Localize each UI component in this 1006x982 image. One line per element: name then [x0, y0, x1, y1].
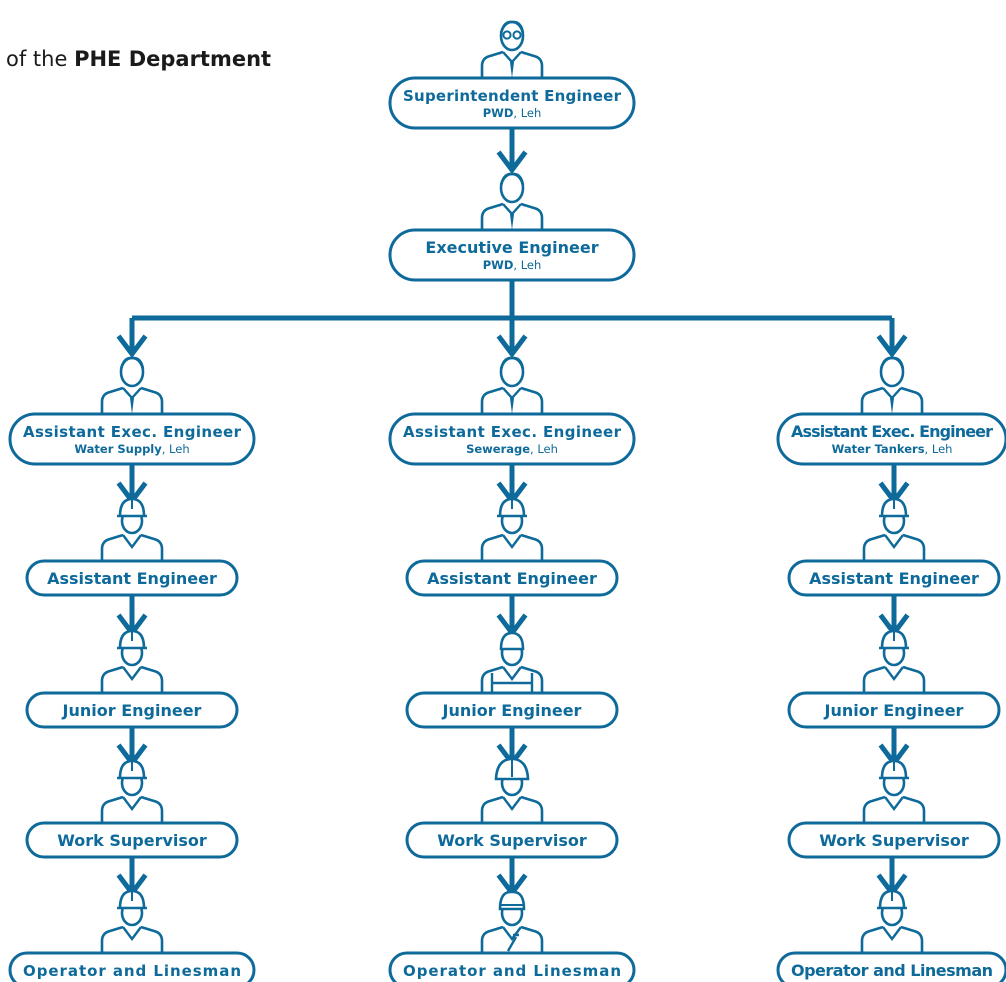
org-node-op3: Operator and Linesman — [776, 951, 1006, 982]
node-box — [405, 559, 619, 597]
officer-glasses-icon — [480, 20, 544, 80]
node-title: Junior Engineer — [824, 701, 964, 720]
officer-icon — [100, 356, 164, 416]
org-node-ae2: Assistant Engineer — [405, 559, 619, 597]
wrench-worker-icon — [480, 890, 544, 955]
node-title: Junior Engineer — [442, 701, 582, 720]
subtitle-location: , Leh — [513, 258, 541, 272]
node-box — [405, 821, 619, 859]
subtitle-location: , Leh — [530, 442, 558, 456]
node-box — [25, 821, 239, 859]
node-title: Executive Engineer — [425, 238, 598, 257]
node-box — [8, 412, 256, 466]
node-title: Assistant Exec. Engineer — [403, 423, 622, 441]
node-title: Operator and Linesman — [791, 961, 993, 980]
node-subtitle: PWD, Leh — [483, 258, 542, 272]
hardhat-worker-icon — [100, 497, 164, 563]
node-box — [787, 559, 1001, 597]
node-title: Operator and Linesman — [403, 962, 621, 980]
subtitle-location: , Leh — [513, 106, 541, 120]
node-box — [787, 821, 1001, 859]
subtitle-location: , Leh — [925, 442, 953, 456]
org-node-ws2: Work Supervisor — [405, 821, 619, 859]
node-box — [388, 412, 636, 466]
node-title: Junior Engineer — [62, 701, 202, 720]
node-box — [388, 951, 636, 982]
hardhat-worker-icon — [860, 889, 924, 955]
node-title: Work Supervisor — [437, 831, 587, 850]
node-subtitle: Sewerage, Leh — [466, 442, 558, 456]
node-box — [25, 559, 239, 597]
node-box — [776, 412, 1006, 466]
node-box — [388, 76, 636, 130]
node-title: Operator and Linesman — [23, 962, 241, 980]
node-box — [787, 691, 1001, 729]
node-box — [776, 951, 1006, 982]
node-box — [405, 691, 619, 729]
hardhat-worker-icon — [862, 759, 926, 825]
arrow-head — [876, 334, 908, 359]
overalls-worker-icon — [480, 631, 544, 695]
node-title: Work Supervisor — [57, 831, 207, 850]
subtitle-unit: Sewerage — [466, 442, 530, 456]
org-node-op1: Operator and Linesman — [8, 951, 256, 982]
node-subtitle: PWD, Leh — [483, 106, 542, 120]
node-title: Superintendent Engineer — [403, 87, 622, 105]
subtitle-unit: Water Supply — [74, 442, 162, 456]
arrow-head — [116, 334, 148, 359]
node-title: Assistant Engineer — [427, 569, 597, 588]
arrow-head — [496, 150, 528, 175]
node-title: Assistant Engineer — [47, 569, 217, 588]
node-title: Assistant Exec. Engineer — [23, 423, 242, 441]
org-node-ws1: Work Supervisor — [25, 821, 239, 859]
officer-icon — [860, 356, 924, 416]
officer-icon — [480, 356, 544, 416]
hardhat-worker-icon — [862, 497, 926, 563]
hardhat-worker-icon — [100, 889, 164, 955]
org-node-je1: Junior Engineer — [25, 691, 239, 729]
org-node-op2: Operator and Linesman — [388, 951, 636, 982]
hardhat-worker-icon — [480, 497, 544, 563]
org-node-je2: Junior Engineer — [405, 691, 619, 729]
node-box — [8, 951, 256, 982]
org-node-ae3: Assistant Engineer — [787, 559, 1001, 597]
subtitle-unit: Water Tankers — [832, 442, 925, 456]
helmet-worker-icon — [480, 757, 544, 825]
node-subtitle: Water Tankers, Leh — [832, 442, 953, 456]
subtitle-location: , Leh — [162, 442, 190, 456]
org-node-ws3: Work Supervisor — [787, 821, 1001, 859]
subtitle-unit: PWD — [483, 258, 514, 272]
node-title: Work Supervisor — [819, 831, 969, 850]
hardhat-worker-icon — [100, 629, 164, 695]
title-bold: PHE Department — [74, 47, 272, 71]
org-node-ae1: Assistant Engineer — [25, 559, 239, 597]
hardhat-worker-icon — [100, 759, 164, 825]
subtitle-unit: PWD — [483, 106, 514, 120]
arrow-head — [496, 334, 528, 359]
node-title: Assistant Exec. Engineer — [791, 422, 993, 441]
page-title: of the PHE Department — [6, 47, 271, 71]
node-title: Assistant Engineer — [809, 569, 979, 588]
node-box — [388, 228, 636, 282]
node-box — [25, 691, 239, 729]
node-subtitle: Water Supply, Leh — [74, 442, 189, 456]
title-prefix: of the — [6, 47, 68, 71]
org-node-je3: Junior Engineer — [787, 691, 1001, 729]
hardhat-worker-icon — [862, 629, 926, 695]
officer-icon — [480, 172, 544, 232]
